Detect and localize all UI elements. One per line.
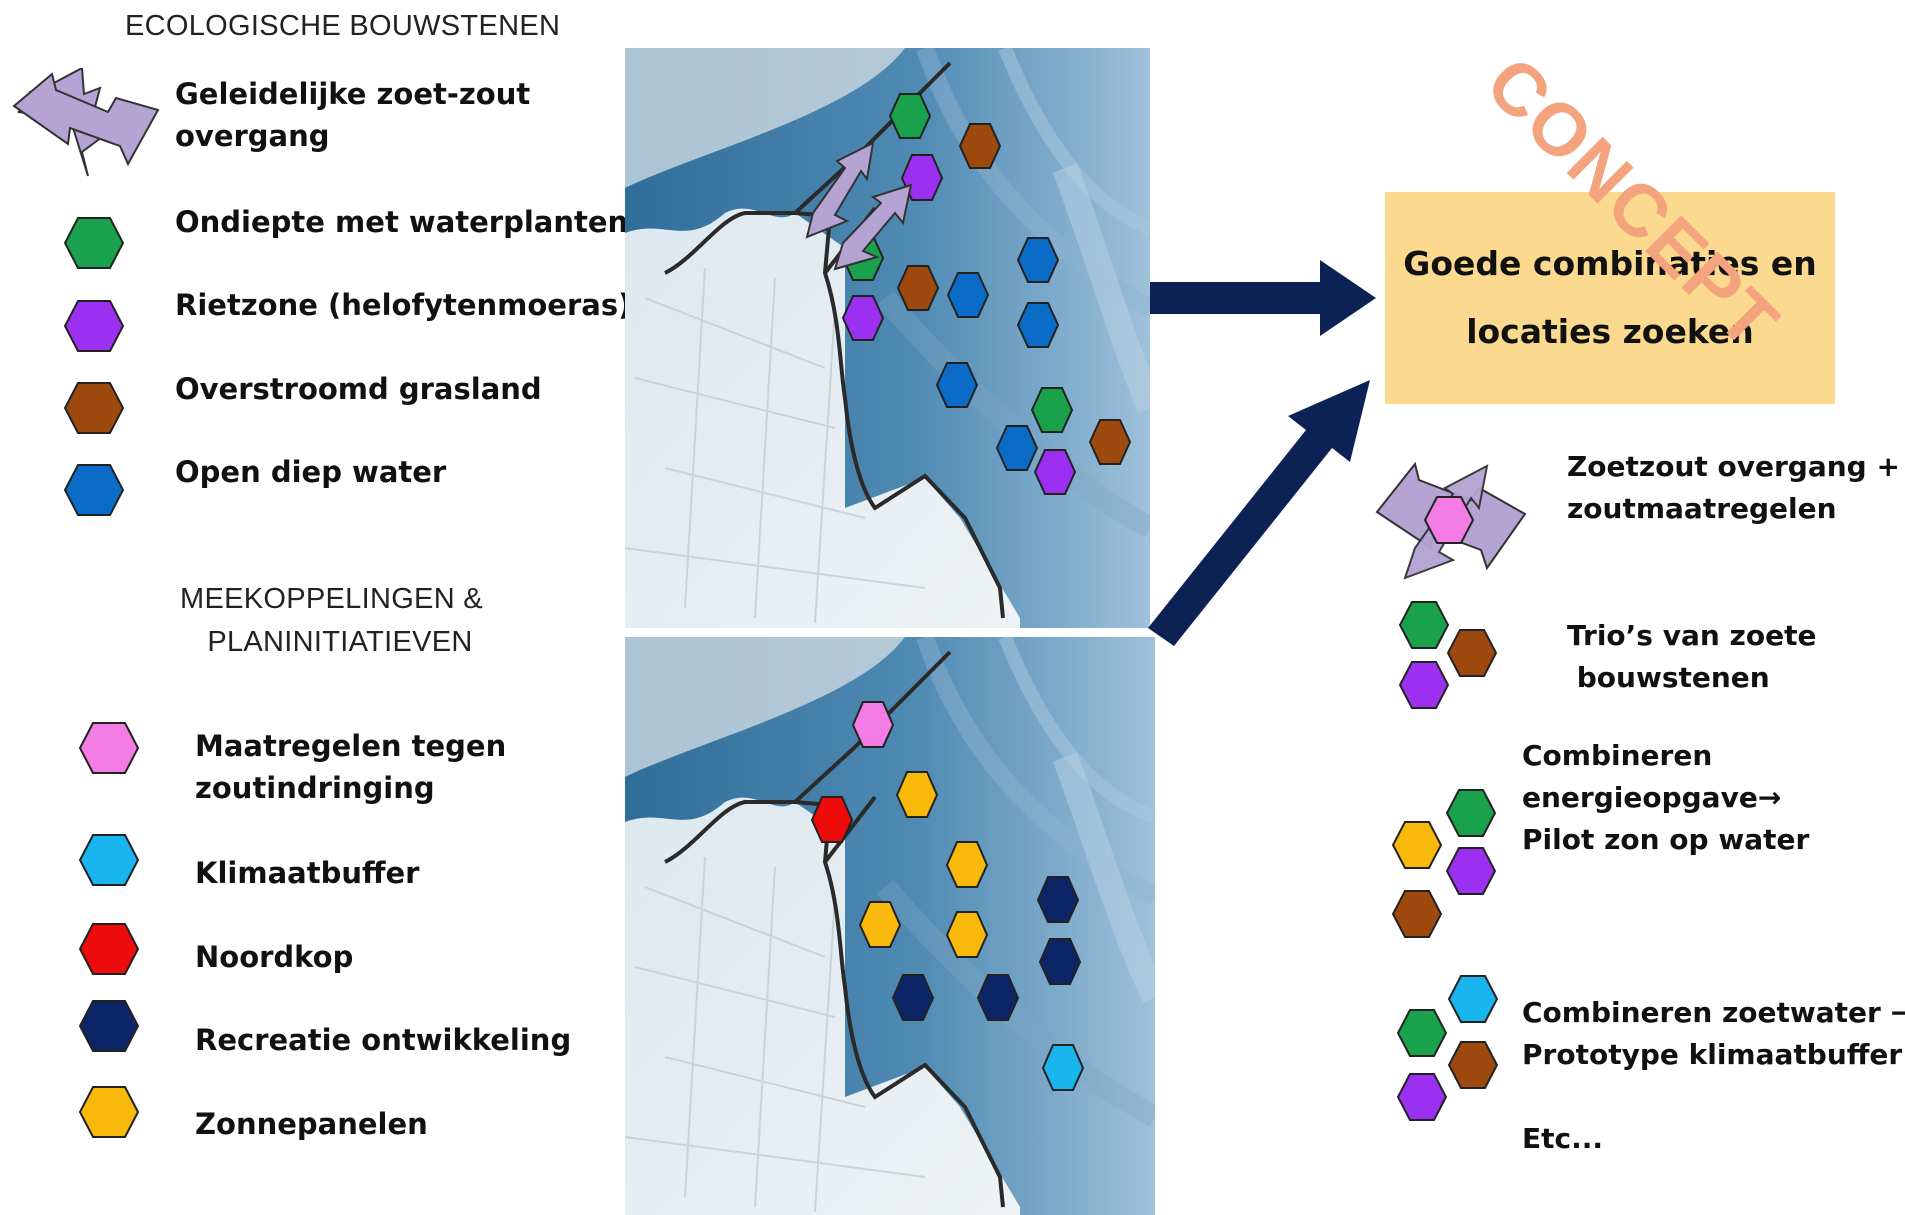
map2-navy-hexagon-3 — [891, 974, 935, 1021]
yellow-hexagon-icon — [78, 1086, 140, 1138]
map1-purple-hexagon-2 — [841, 295, 885, 341]
goal-line-1: Goede combinaties en — [1403, 244, 1817, 283]
map2-light-blue-hexagon — [1041, 1044, 1085, 1091]
map1-purple-hexagon — [900, 154, 944, 201]
map1-brown-hexagon-3 — [1088, 419, 1132, 465]
map1-purple-hexagon-3 — [1033, 449, 1077, 495]
legend-label-solar-panels: Zonnepanelen — [195, 1107, 428, 1141]
map1-green-hexagon-3 — [1030, 387, 1074, 433]
map2-pink-hexagon — [851, 701, 895, 748]
legend-label-gradual-transition: Geleidelijke zoet-zout overgang — [175, 77, 531, 153]
map2-yellow-hexagon-2 — [945, 841, 989, 888]
map1-blue-hexagon-1 — [1016, 237, 1060, 283]
map-coupling-markers — [810, 701, 1085, 1091]
legend-label-open-deep-water: Open diep water — [175, 455, 447, 489]
goal-box: Goede combinaties en locaties zoeken — [1385, 192, 1835, 404]
hexagon-quad-solar-icon — [1391, 789, 1497, 938]
blue-hexagon-icon — [63, 464, 125, 516]
map-ecological — [625, 48, 1150, 628]
coupling-title: MEEKOPPELINGEN & PLANINITIATIEVEN — [180, 583, 483, 658]
legend-label-salt-intrusion-measures: Maatregelen tegen zoutindringing — [195, 729, 507, 805]
map1-blue-hexagon-5 — [995, 425, 1039, 471]
hexagon-quad-buffer-icon — [1396, 975, 1499, 1121]
map2-navy-hexagon-4 — [976, 974, 1020, 1021]
legend-label-shallows: Ondiepte met waterplanten — [175, 205, 629, 239]
combo-label-energy: Combineren energieopgave→ Pilot zon op w… — [1522, 739, 1810, 856]
navy-hexagon-icon — [78, 1000, 140, 1052]
map2-navy-hexagon-1 — [1036, 876, 1080, 923]
flow-arrow-right — [1150, 260, 1376, 336]
ecological-title: ECOLOGISCHE BOUWSTENEN — [125, 10, 561, 42]
legend-label-reed-zone: Rietzone (helofytenmoeras) — [175, 288, 632, 322]
flow-arrow-up-right — [1148, 380, 1370, 646]
map2-yellow-hexagon-4 — [945, 911, 989, 958]
combo-label-freshwater: Combineren zoetwater → Prototype klimaat… — [1522, 996, 1905, 1155]
map2-navy-hexagon-2 — [1038, 938, 1082, 985]
arrow-with-pink-hexagon-icon — [1375, 461, 1527, 580]
green-hexagon-icon — [63, 217, 125, 269]
double-arrow-icon — [12, 68, 160, 177]
map1-blue-hexagon-2 — [946, 272, 990, 318]
map1-brown-hexagon — [958, 123, 1002, 169]
map1-double-arrow-icon — [805, 141, 913, 271]
map2-yellow-hexagon-1 — [895, 771, 939, 818]
hexagon-trio-icon — [1398, 601, 1498, 709]
map1-green-hexagon — [888, 93, 932, 139]
legend-label-flooded-grassland: Overstroomd grasland — [175, 372, 542, 406]
purple-hexagon-icon — [63, 300, 125, 352]
light-blue-hexagon-icon — [78, 834, 140, 886]
map1-blue-hexagon-4 — [935, 362, 979, 408]
legend-label-climate-buffer: Klimaatbuffer — [195, 856, 420, 890]
flow-arrows — [1148, 260, 1376, 646]
legend-label-recreation: Recreatie ontwikkeling — [195, 1023, 572, 1057]
goal-line-2: locaties zoeken — [1466, 312, 1754, 351]
map1-brown-hexagon-2 — [896, 265, 940, 311]
legend-label-noordkop: Noordkop — [195, 940, 354, 974]
map2-yellow-hexagon-3 — [858, 901, 902, 948]
combo-label-freshsalt-transition: Zoetzout overgang + zoutmaatregelen — [1567, 450, 1900, 525]
map1-blue-hexagon-3 — [1016, 302, 1060, 348]
red-hexagon-icon — [78, 923, 140, 975]
map-ecological-markers — [805, 93, 1132, 495]
pink-hexagon-icon — [78, 722, 140, 774]
brown-hexagon-icon — [63, 382, 125, 434]
map2-red-hexagon — [810, 796, 854, 843]
combo-label-fresh-trios: Trio’s van zoete bouwstenen — [1567, 619, 1817, 694]
